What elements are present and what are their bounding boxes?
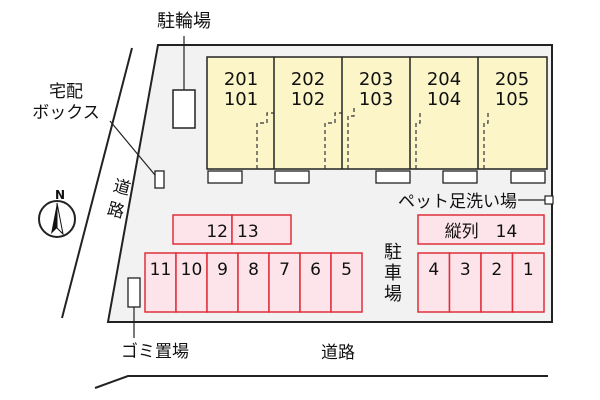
parking-space [511, 252, 545, 313]
parking-space-number: 11 [150, 260, 172, 280]
delivery-box-label-line1: 宅配 [49, 82, 83, 102]
parking-space-number: 7 [279, 260, 290, 280]
road-bottom-label: 道路 [321, 343, 355, 363]
unit-step [442, 170, 478, 184]
unit-number-lower: 105 [495, 89, 529, 110]
parking-space-number: 13 [237, 222, 259, 242]
parking-space-number: 6 [310, 260, 321, 280]
unit-number-lower: 104 [427, 89, 461, 110]
unit-porch-outline [483, 113, 489, 169]
parking-row-left: 11 10 9 8 7 6 5 [144, 252, 363, 313]
unit-step [510, 170, 546, 184]
parking-space [172, 214, 233, 245]
delivery-box-leader [109, 120, 156, 176]
parking-label-3: 場 [384, 284, 402, 305]
unit-porch-outline [324, 112, 342, 169]
building: 201 101 202 102 203 103 204 104 205 105 [206, 56, 548, 184]
parking-space [299, 252, 332, 313]
unit-number-lower: 101 [224, 89, 258, 110]
unit-step [207, 170, 243, 184]
parking-label-1: 駐 [384, 242, 402, 263]
parking-space-number: 4 [428, 260, 439, 280]
unit-step [375, 170, 411, 184]
parking-space-tandem [417, 214, 545, 245]
unit-number-lower: 102 [291, 89, 325, 110]
unit-number-upper: 204 [427, 69, 461, 90]
north-arrow-icon: N [38, 188, 76, 238]
parking-label-2: 車 [384, 263, 402, 284]
parking-space [330, 252, 363, 313]
building-body [206, 56, 548, 170]
parking-space-tandem-label: 縦列 14 [445, 222, 518, 242]
unit-step [274, 170, 310, 184]
unit-number-upper: 201 [224, 69, 258, 90]
garbage-area [127, 277, 141, 308]
unit-porch-outline [347, 106, 355, 169]
parking-space-number: 3 [460, 260, 471, 280]
unit-number-upper: 202 [291, 69, 325, 90]
north-arrow-needle-light [56, 202, 64, 236]
pet-footwash-label: ペット足洗い場 [398, 192, 517, 212]
parking-space [268, 252, 301, 313]
parking-space [175, 252, 208, 313]
pet-footwash [544, 195, 554, 205]
parking-row-top: 12 13 [172, 214, 292, 245]
road-bottom-edge [94, 375, 548, 389]
road-left-edge [61, 47, 133, 319]
unit-porch-outline [415, 113, 421, 169]
unit-number-upper: 205 [495, 69, 529, 90]
parking-space-number: 2 [491, 260, 502, 280]
parking-space-number: 5 [341, 260, 352, 280]
parking-space-number: 12 [206, 222, 228, 242]
parking-space [144, 252, 177, 313]
road-left-label-1: 道 [111, 176, 133, 200]
parking-space [231, 214, 292, 245]
unit-porch-outline [256, 112, 274, 169]
north-arrow-letter: N [55, 188, 65, 202]
unit-number-upper: 203 [359, 69, 393, 90]
garbage-label: ゴミ置場 [121, 341, 189, 362]
parking-space-number: 9 [217, 260, 228, 280]
bicycle-parking [172, 89, 196, 129]
parking-space-number: 8 [248, 260, 259, 280]
delivery-box [154, 170, 165, 189]
north-arrow-needle-dark [51, 203, 57, 234]
road-left-label-2: 路 [105, 199, 127, 223]
parking-space-number: 1 [523, 260, 534, 280]
unit-number-lower: 103 [359, 89, 393, 110]
parking-row-right: 4 3 2 1 [417, 252, 545, 313]
parking-space [417, 252, 451, 313]
parking-space-number: 10 [181, 260, 203, 280]
delivery-box-label-line2: ボックス [32, 103, 100, 123]
bicycle-parking-label: 駐輪場 [157, 11, 211, 32]
parking-space [206, 252, 239, 313]
